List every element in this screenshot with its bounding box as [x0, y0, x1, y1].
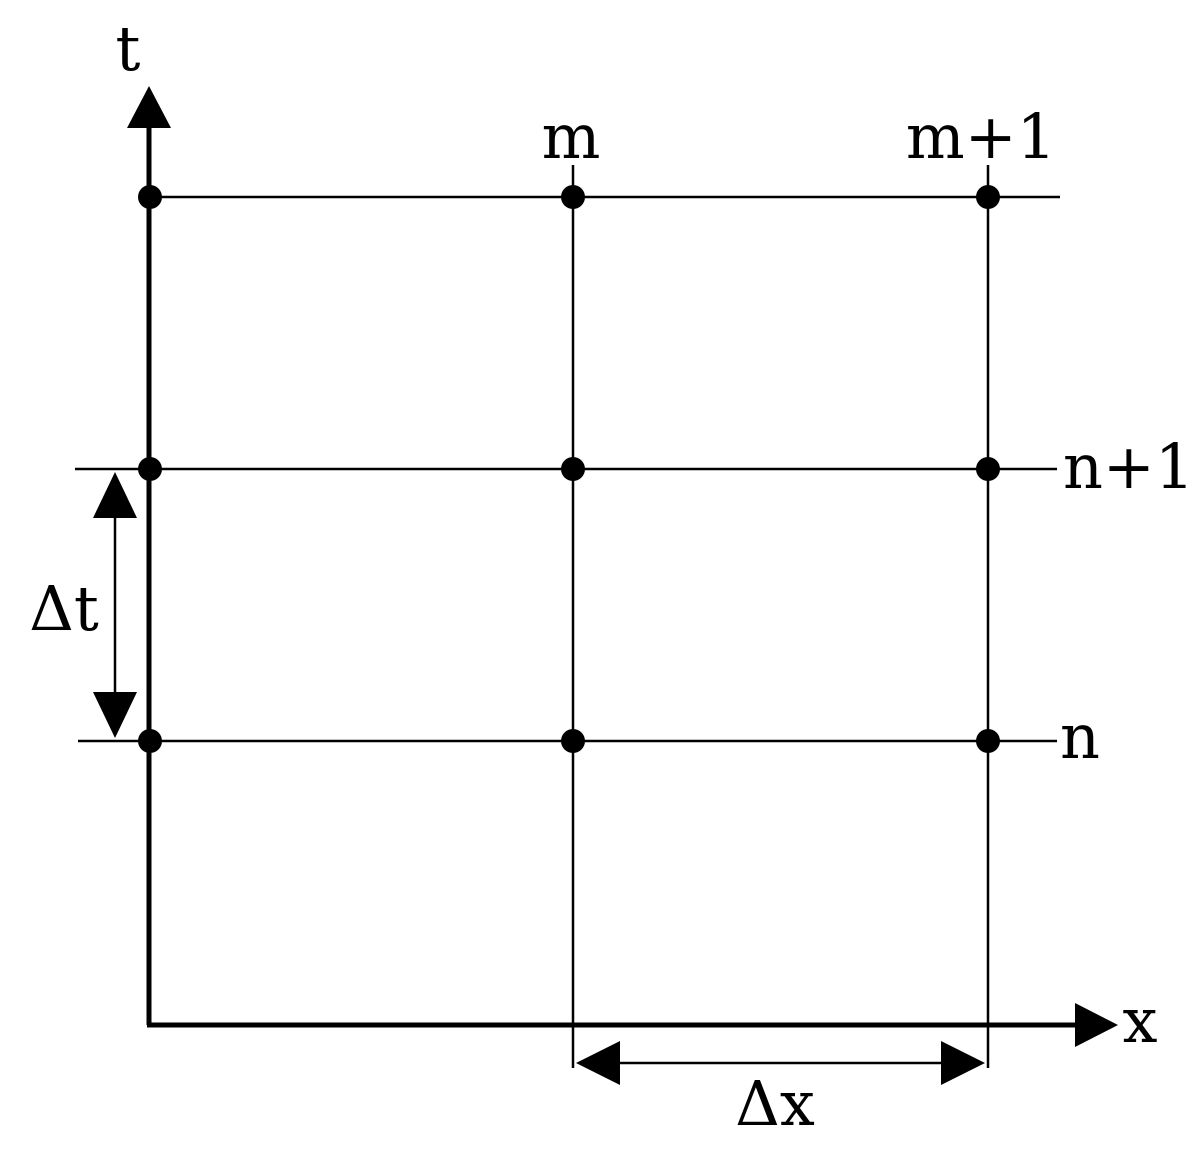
- x-axis-arrowhead: [1075, 1003, 1118, 1047]
- delta-t-arrowhead-up: [93, 472, 137, 518]
- grid-node: [976, 457, 1000, 481]
- grid-node: [561, 185, 585, 209]
- x-axis-label: x: [1123, 984, 1158, 1057]
- column-label-m: m: [542, 100, 601, 173]
- t-axis-label: t: [116, 12, 141, 85]
- grid-node: [138, 185, 162, 209]
- delta-t-label: Δt: [29, 572, 99, 645]
- delta-x-arrowhead-left: [576, 1041, 620, 1085]
- column-label-m-plus-1: m+1: [906, 100, 1056, 173]
- grid-node: [561, 729, 585, 753]
- grid-node: [138, 729, 162, 753]
- row-label-n-plus-1: n+1: [1063, 430, 1194, 503]
- t-axis-arrowhead: [127, 86, 171, 128]
- delta-x-arrowhead-right: [941, 1041, 985, 1085]
- delta-t-arrowhead-down: [93, 692, 137, 738]
- grid-node: [976, 185, 1000, 209]
- grid-node: [976, 729, 1000, 753]
- row-label-n: n: [1060, 700, 1100, 773]
- grid-node: [138, 457, 162, 481]
- delta-x-label: Δx: [735, 1067, 815, 1140]
- grid-node: [561, 457, 585, 481]
